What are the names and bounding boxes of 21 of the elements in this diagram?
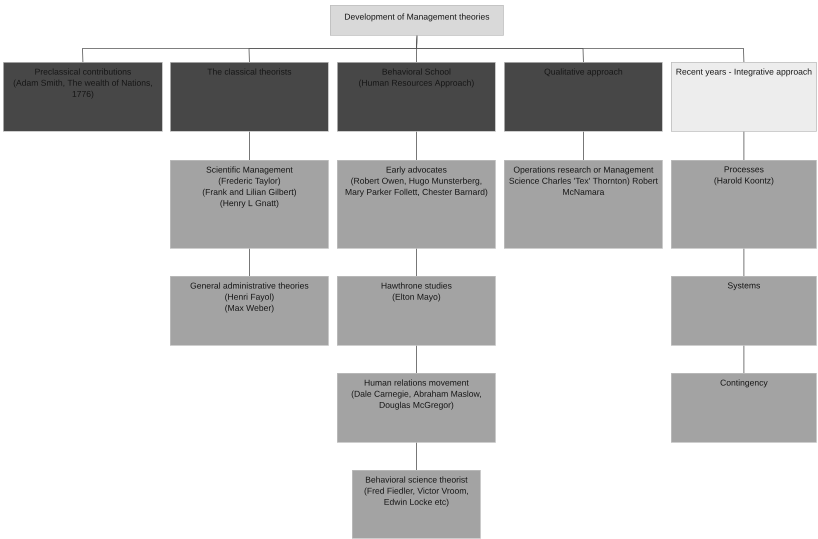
theory-box: General administrative theories (Henri Fayol) (Max Weber) (170, 276, 329, 346)
theory-box: Processes (Harold Koontz) (671, 160, 817, 249)
theory-box: Behavioral science theorist (Fred Fiedler, Victor Vroom, Edwin Locke etc) (352, 470, 481, 539)
connector-line (416, 131, 417, 160)
theory-box: Hawthrone studies (Elton Mayo) (337, 276, 496, 346)
connector-line (249, 248, 250, 276)
category-box: Recent years - Integrative approach (671, 62, 817, 132)
theory-box: Systems (671, 276, 817, 346)
theory-box: Human relations movement (Dale Carnegie, Abraham Maslow, Douglas McGregor) (337, 372, 496, 443)
connector-line (583, 131, 584, 160)
connector-line (416, 442, 417, 470)
connector-line (416, 345, 417, 374)
theory-box: Contingency (671, 372, 817, 443)
theory-box: Operations research or Management Science Charles 'Tex' Thornton) Robert McNamara (504, 160, 663, 249)
connector-line (416, 248, 417, 276)
theory-box: Scientific Management (Frederic Taylor) (Frank and Lilian Gilbert) (Henry L Gnatt) (170, 160, 329, 249)
connector-line (416, 35, 744, 62)
theory-box: Early advocates (Robert Owen, Hugo Munsterberg, Mary Parker Follett, Chester Barnard) (337, 160, 496, 249)
connector-line (249, 131, 250, 160)
title-box: Development of Management theories (330, 4, 504, 36)
connector-line (416, 35, 418, 62)
